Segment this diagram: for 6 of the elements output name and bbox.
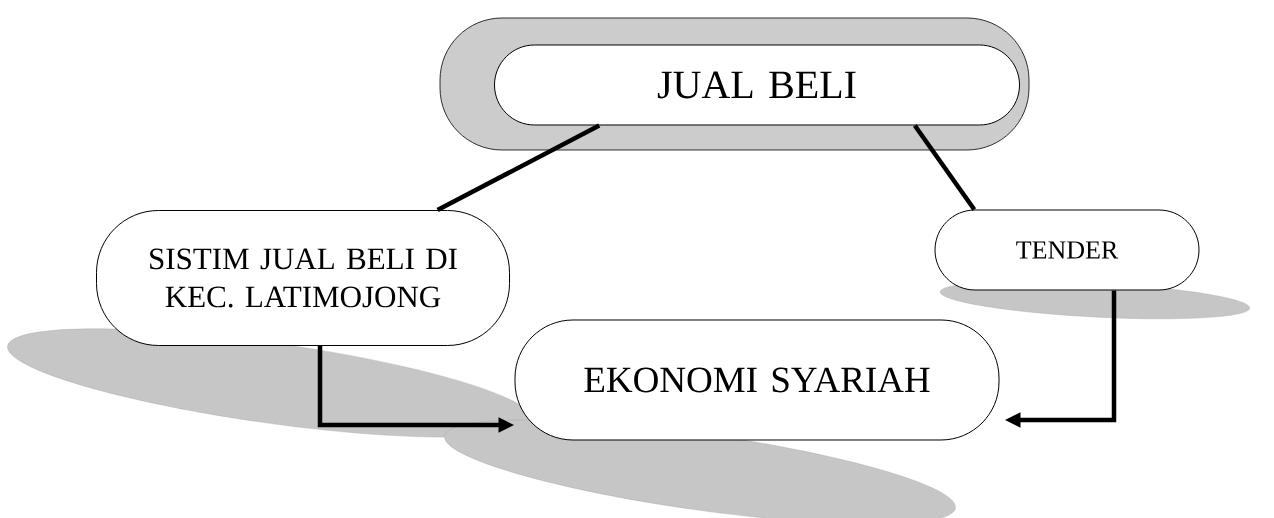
rounded-box: TENDER (934, 209, 1200, 291)
connector (912, 124, 977, 211)
rounded-box: EKONOMI SYARIAH (514, 319, 1000, 441)
rounded-box: SISTIM JUAL BELI DI KEC. LATIMOJONG (96, 210, 510, 346)
connector (436, 123, 601, 212)
rounded-box: JUAL BELI (439, 17, 1030, 151)
